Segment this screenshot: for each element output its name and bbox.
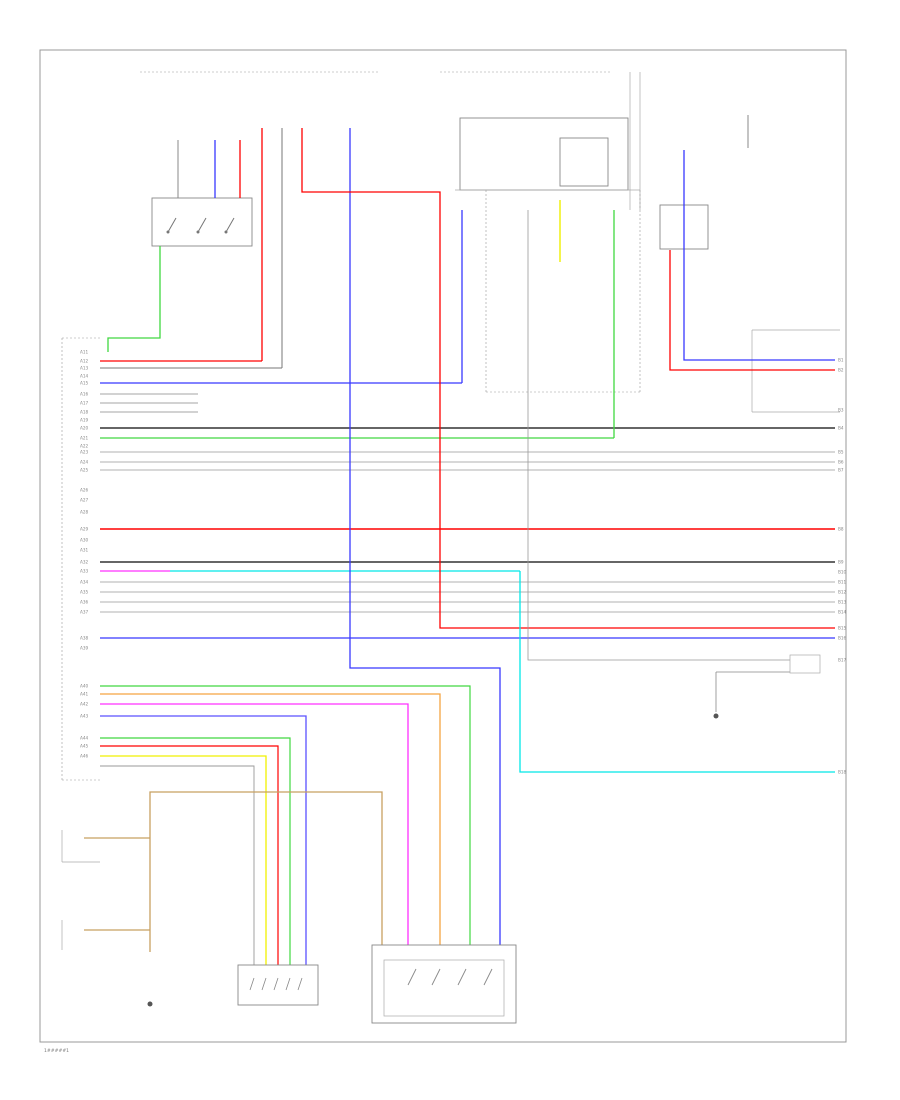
pin-label-right: B6	[838, 460, 844, 465]
pin-labels-right: B1B2B3B4B5B6B7B8B9B10B11B12B13B14B15B16B…	[838, 358, 847, 775]
pin-label-right: B3	[838, 408, 844, 413]
pin-label-right: B14	[838, 610, 847, 615]
pin-label-right: B4	[838, 426, 844, 431]
pin-label-left: A21	[80, 436, 89, 441]
pin-label-left: A18	[80, 410, 89, 415]
wire-gray-low	[100, 765, 255, 965]
pin-label-left: A44	[80, 736, 89, 741]
wire-green-low	[100, 685, 471, 945]
pin-label-right: B9	[838, 560, 844, 565]
pin-label-left: A35	[80, 590, 89, 595]
ecu-connector-main	[61, 337, 100, 781]
diagram-frame	[39, 49, 847, 1043]
switch-box-left	[151, 197, 253, 247]
wire-gray-right	[527, 210, 790, 661]
pin-label-left: A39	[80, 646, 89, 651]
bottom-connector-left	[237, 964, 319, 1006]
wire-cyan-long	[519, 571, 835, 773]
pin-label-right: B12	[838, 590, 847, 595]
routed-wires	[107, 115, 835, 945]
pin-label-right: B5	[838, 450, 844, 455]
small-switch-left	[61, 830, 100, 950]
pin-label-left: A16	[80, 392, 89, 397]
pin-label-right: B15	[838, 626, 847, 631]
wire-blue-long	[349, 128, 501, 945]
pin-label-left: A36	[80, 600, 89, 605]
wire-yellow-low	[100, 755, 267, 965]
pin-label-left: A22	[80, 444, 89, 449]
pin-label-left: A42	[80, 702, 89, 707]
ground-symbol-bottom	[147, 1001, 153, 1007]
pin-label-left: A41	[80, 692, 89, 697]
relay-box-center	[455, 117, 641, 393]
pin-label-left: A15	[80, 381, 89, 386]
pin-label-right: B2	[838, 368, 844, 373]
pin-label-left: A25	[80, 468, 89, 473]
transmission-control-switch	[371, 944, 517, 1024]
pin-label-left: A19	[80, 418, 89, 423]
wire-magenta-low	[100, 703, 409, 945]
pin-label-left: A40	[80, 684, 89, 689]
pin-label-left: A12	[80, 359, 89, 364]
pin-label-right: B1	[838, 358, 844, 363]
pin-label-left: A28	[80, 510, 89, 515]
pin-label-left: A29	[80, 527, 89, 532]
pin-label-left: A38	[80, 636, 89, 641]
pin-label-left: A24	[80, 460, 89, 465]
pin-label-right: B11	[838, 580, 847, 585]
pin-label-left: A46	[80, 754, 89, 759]
wire-blue-right	[683, 150, 835, 361]
pin-label-right: B10	[838, 570, 847, 575]
wire-red-low	[100, 745, 279, 965]
pin-label-left: A11	[80, 350, 89, 355]
diagram-code: 1#####1	[44, 1048, 69, 1054]
wire-red-long	[301, 128, 835, 629]
pin-label-right: B7	[838, 468, 844, 473]
pin-label-left: A13	[80, 366, 89, 371]
pin-label-left: A31	[80, 548, 89, 553]
pin-label-left: A34	[80, 580, 89, 585]
wire-violet-low	[100, 715, 307, 965]
pin-label-right: B18	[838, 770, 847, 775]
module-box-right	[659, 204, 840, 413]
pin-label-left: A27	[80, 498, 89, 503]
pin-label-left: A26	[80, 488, 89, 493]
pin-label-left: A37	[80, 610, 89, 615]
wire-green-switch	[107, 246, 161, 352]
pin-label-left: A14	[80, 374, 89, 379]
pin-label-left: A20	[80, 426, 89, 431]
pin-label-left: A33	[80, 569, 89, 574]
wire-tan	[149, 791, 383, 952]
pin-label-right: B17	[838, 658, 847, 663]
pin-label-left: A23	[80, 450, 89, 455]
sensor-box-right	[789, 654, 821, 674]
pin-label-left: A45	[80, 744, 89, 749]
lower-bundle	[84, 685, 471, 965]
pin-labels-left: A11A12A13A14A15A16A17A18A19A20A21A22A23A…	[80, 350, 89, 759]
pin-label-left: A43	[80, 714, 89, 719]
wire-red-right	[669, 250, 835, 371]
wire-orange-low	[100, 693, 441, 945]
pin-label-right: B8	[838, 527, 844, 532]
top-supply-rails	[140, 71, 641, 210]
signal-bus	[100, 360, 835, 639]
pin-label-left: A30	[80, 538, 89, 543]
pin-label-right: B16	[838, 636, 847, 641]
pin-label-left: A17	[80, 401, 89, 406]
pin-label-right: B13	[838, 600, 847, 605]
wire-green-low2	[100, 737, 291, 965]
ground-symbol-right	[713, 671, 790, 719]
pin-label-left: A32	[80, 560, 89, 565]
